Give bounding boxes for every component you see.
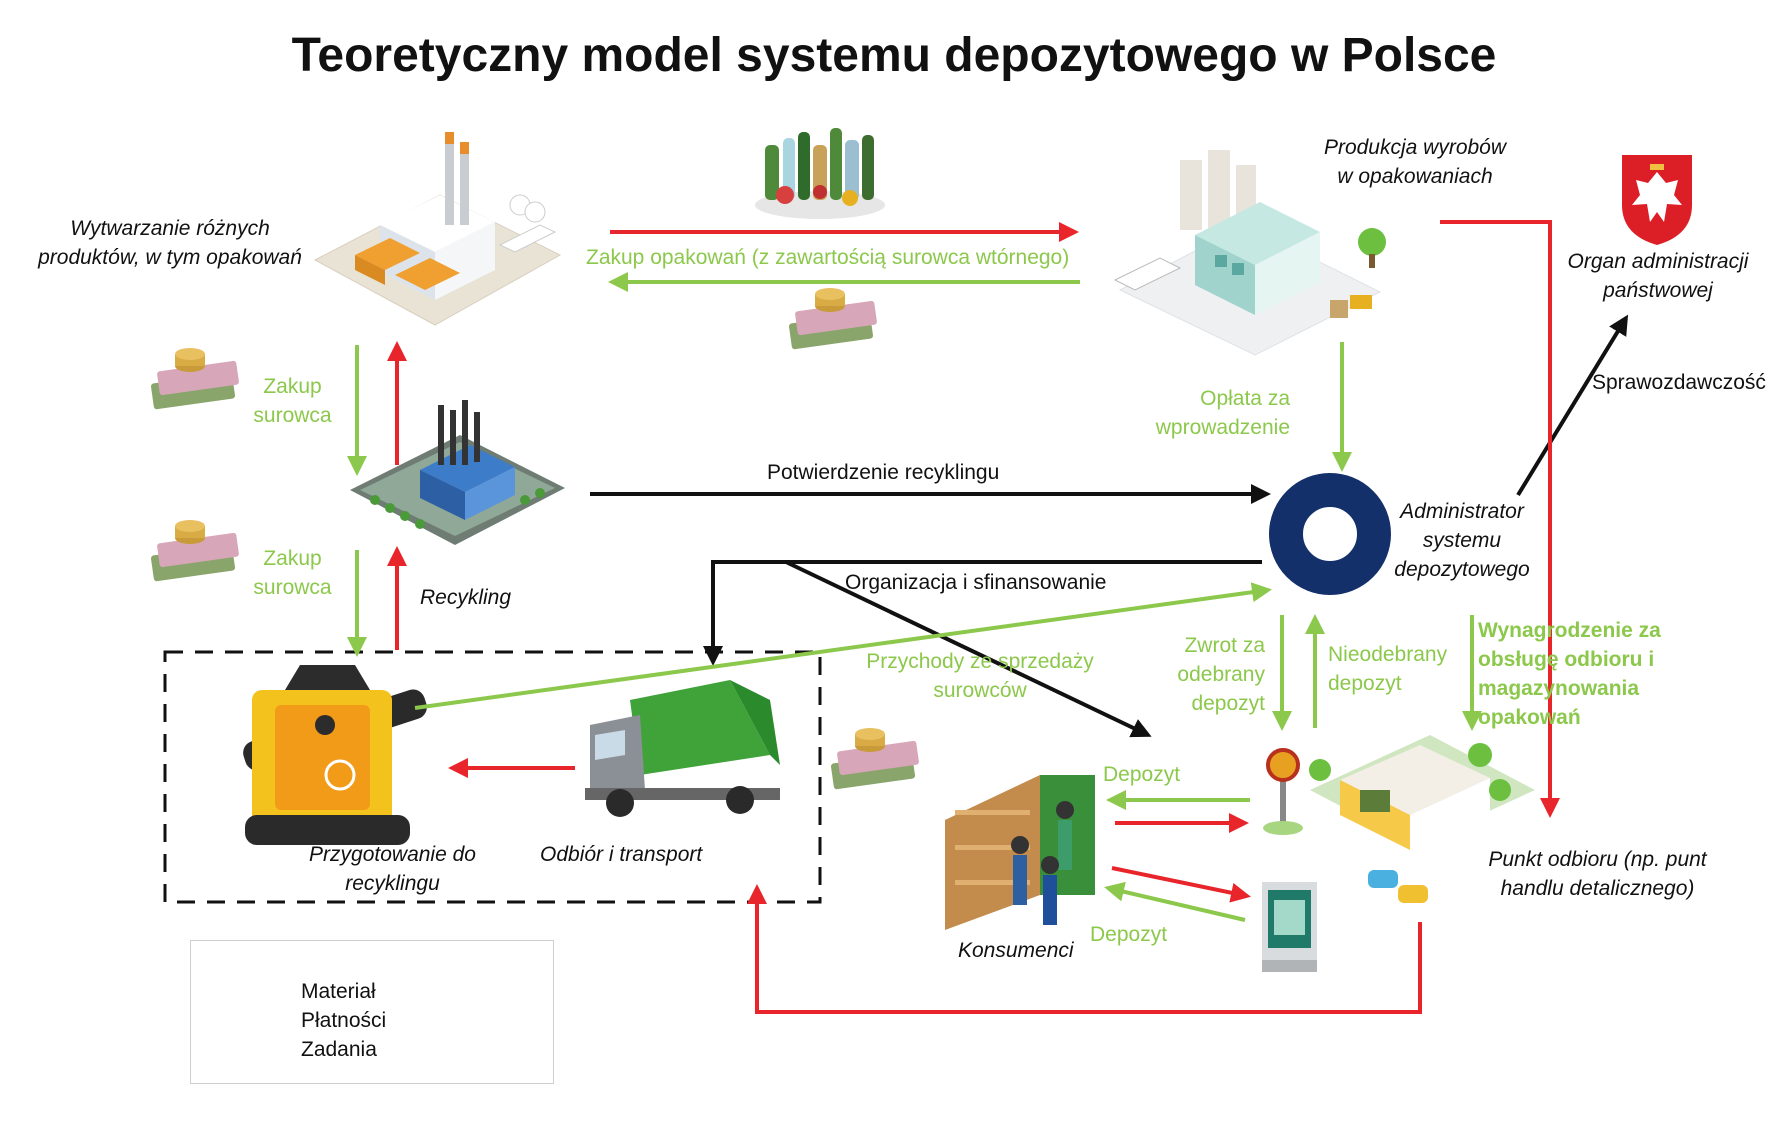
node-state-authority-line1: Organ administracji [1567,250,1749,273]
node-consumers: Konsumenci [958,939,1074,962]
node-preparation-line2: recyklingu [345,872,440,895]
polish-emblem-icon [1622,155,1692,245]
money-icon [830,728,919,790]
task-arrow [703,560,1262,666]
deposit-admin-icon [1269,473,1391,595]
flow-unclaimed-deposit-line2: depozyt [1328,672,1402,695]
garbage-truck-icon [585,680,780,817]
factory-icon [313,132,562,326]
node-deposit-admin-line2: systemu [1422,529,1502,552]
flow-handling-fee-line4: opakowań [1478,706,1581,729]
flow-raw-purchase-2-line1: Zakup [263,547,322,570]
flow-handling-fee: Wynagrodzenie za obsługę odbioru i magaz… [1478,616,1661,732]
node-deposit-admin: Administrator systemu depozytowego [1382,497,1542,584]
legend-item-payments: Płatności [301,1009,387,1032]
money-icon [150,520,239,582]
flow-deposit-1: Depozyt [1103,763,1181,786]
node-packaged-goods: Produkcja wyrobów w opakowaniach [1290,133,1540,191]
payment-arrow [414,582,1272,710]
flow-raw-purchase-2-line2: surowca [253,576,332,599]
legend-item-tasks: Zadania [301,1038,377,1061]
flow-organization-financing: Organizacja i sfinansowanie [845,571,1107,594]
node-recycling: Recykling [420,586,512,609]
node-collection-transport: Odbiór i transport [540,843,703,866]
consumers-shop-icon [945,775,1095,930]
task-arrow [1516,314,1629,497]
flow-raw-sales-revenue-line2: surowców [933,679,1027,702]
flow-deposit-refund-line1: Zwrot za [1184,634,1265,657]
node-production-line2: produktów, w tym opakowań [38,246,302,269]
flow-raw-purchase-1-line2: surowca [253,404,332,427]
node-collection-point-line1: Punkt odbioru (np. punt [1488,848,1707,871]
flow-raw-purchase-1-line1: Zakup [263,375,322,398]
node-preparation: Przygotowanie do recyklingu [280,840,505,898]
bottles-icon [755,128,885,219]
preparation-dashed-box [163,650,822,904]
material-arrow [1111,866,1251,903]
node-state-authority-line2: państwowej [1603,279,1713,302]
flow-raw-purchase-2: Zakup surowca [240,544,345,602]
diagram-title: Teoretyczny model systemu depozytowego w… [291,29,1497,82]
flow-unclaimed-deposit: Nieodebrany depozyt [1328,640,1447,698]
flow-handling-fee-line3: magazynowania [1478,677,1640,700]
node-packaged-goods-line1: Produkcja wyrobów [1323,136,1507,159]
flow-reporting: Sprawozdawczość [1592,371,1766,394]
flow-deposit-2: Depozyt [1090,923,1168,946]
node-production-line1: Wytwarzanie różnych [70,217,270,240]
flow-deposit-refund: Zwrot za odebrany depozyt [1120,631,1265,718]
legend: Materiał Płatności Zadania [190,940,554,1084]
node-preparation-line1: Przygotowanie do [309,843,476,866]
money-icon [788,288,877,350]
flow-recycling-confirmation: Potwierdzenie recyklingu [767,461,1000,484]
store-sign-icon [1263,748,1303,835]
material-arrow [747,884,1422,1014]
flow-unclaimed-deposit-line1: Nieodebrany [1328,643,1448,666]
node-production: Wytwarzanie różnych produktów, w tym opa… [20,214,320,272]
flow-raw-sales-revenue: Przychody ze sprzedaży surowców [855,647,1105,705]
flow-deposit-refund-line2: odebrany [1177,663,1265,686]
money-icon [150,348,239,410]
flow-handling-fee-line1: Wynagrodzenie za [1478,619,1661,642]
flow-packaging-purchase: Zakup opakowań (z zawartością surowca wt… [586,246,1070,269]
packaging-plant-icon [1113,150,1386,356]
legend-item-material: Materiał [301,980,376,1003]
collection-point-icon [1309,735,1535,903]
node-state-authority: Organ administracji państwowej [1548,247,1768,305]
task-arrow [785,560,1152,738]
flow-entry-fee-line1: Opłata za [1200,387,1290,410]
node-collection-point-line2: handlu detalicznego) [1500,877,1695,900]
node-packaged-goods-line2: w opakowaniach [1337,165,1493,188]
material-arrow [1440,220,1560,818]
flow-entry-fee: Opłata za wprowadzenie [1120,384,1290,442]
flow-raw-purchase-1: Zakup surowca [240,372,345,430]
node-collection-point: Punkt odbioru (np. punt handlu detaliczn… [1460,845,1735,903]
node-deposit-admin-line3: depozytowego [1394,558,1530,581]
recycling-plant-icon [350,400,565,545]
flow-deposit-refund-line3: depozyt [1191,692,1265,715]
sorting-machine-icon [243,665,427,845]
reverse-vending-machine-icon [1262,882,1317,972]
flow-entry-fee-line2: wprowadzenie [1155,416,1290,439]
payment-arrow [1104,881,1246,922]
node-deposit-admin-line1: Administrator [1400,500,1524,523]
flow-raw-sales-revenue-line1: Przychody ze sprzedaży [866,650,1094,673]
flow-handling-fee-line2: obsługę odbioru i [1478,648,1655,671]
